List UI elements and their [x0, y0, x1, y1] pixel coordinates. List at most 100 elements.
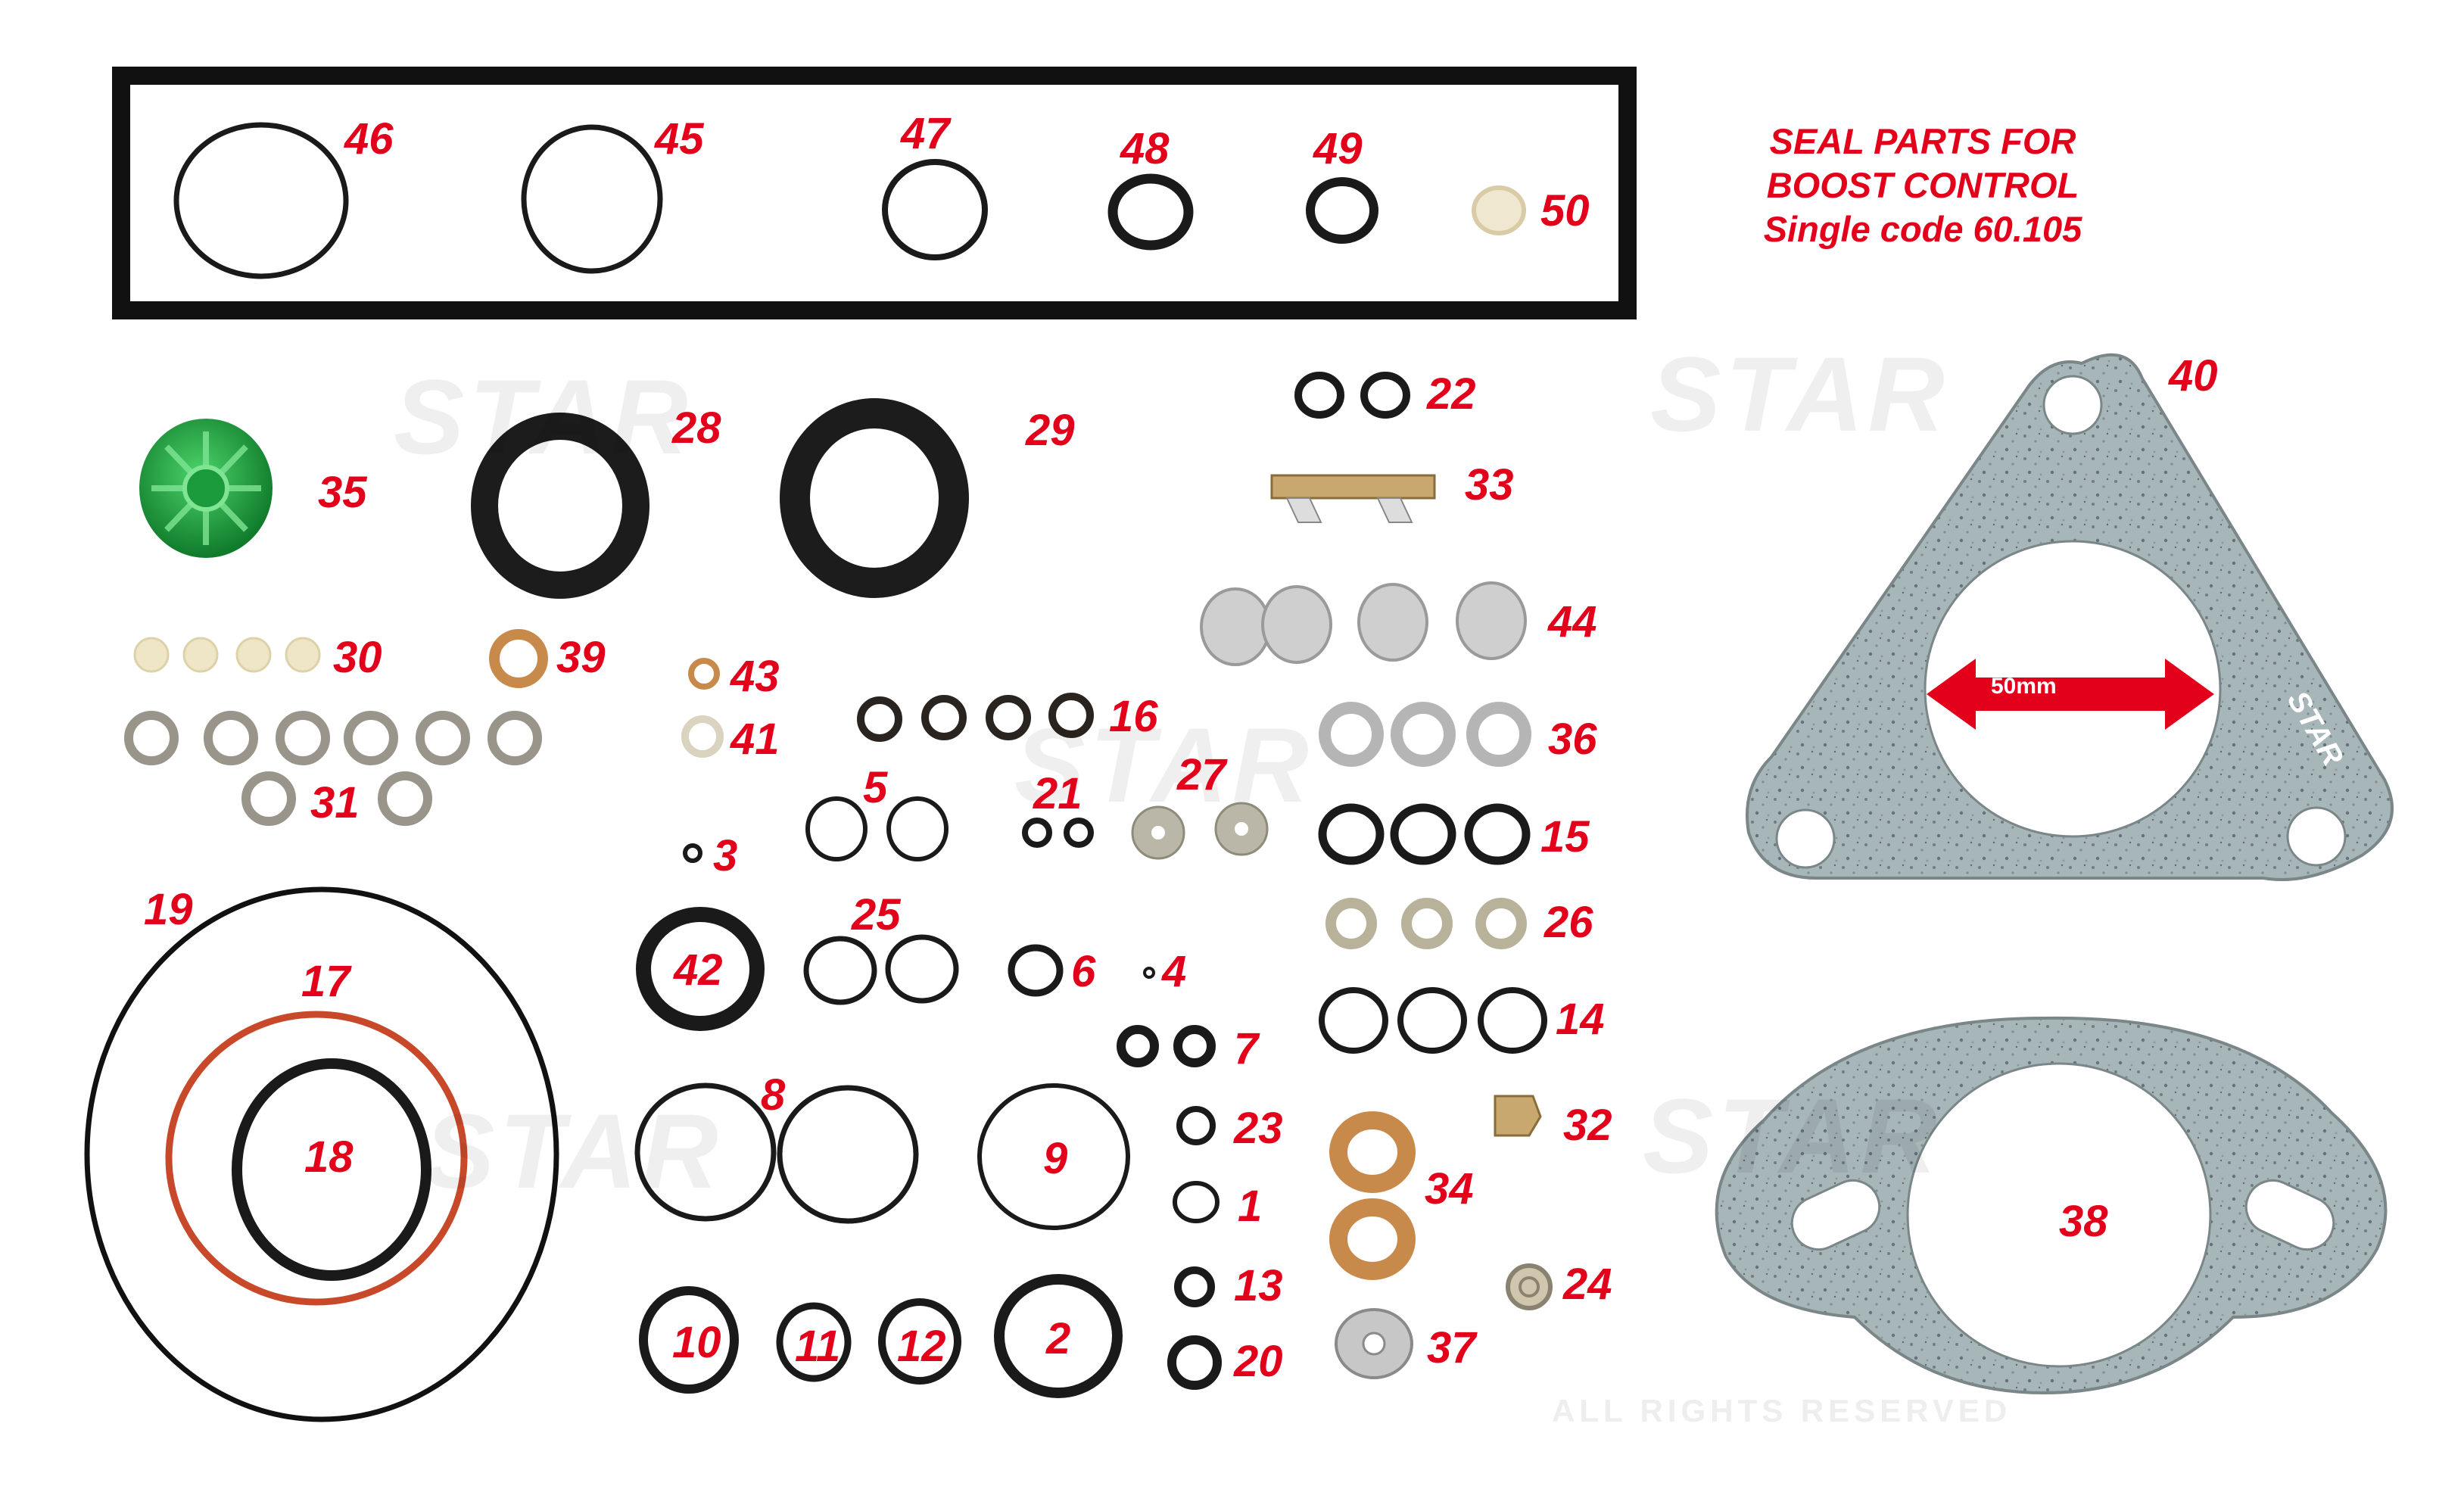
kit-title: SEAL PARTS FOR BOOST CONTROL Single code… — [1628, 120, 2218, 251]
label-49: 49 — [1313, 124, 1363, 173]
watermark-4: STAR — [424, 1092, 723, 1210]
oring-9 — [977, 1083, 1130, 1230]
oring-46 — [173, 122, 349, 279]
label-28: 28 — [672, 403, 721, 453]
oring-17 — [165, 1011, 468, 1306]
label-32: 32 — [1563, 1101, 1612, 1150]
label-24: 24 — [1563, 1260, 1612, 1309]
oring-1 — [1173, 1181, 1220, 1223]
watermark-3: STAR — [1014, 706, 1313, 824]
label-8: 8 — [761, 1070, 786, 1120]
label-21: 21 — [1033, 769, 1082, 818]
oring-20 — [1167, 1335, 1222, 1390]
cap-44c — [1357, 583, 1428, 662]
oring-19 — [84, 886, 559, 1422]
oring-12 — [878, 1298, 961, 1385]
label-18: 18 — [304, 1132, 354, 1182]
oring-47 — [882, 159, 988, 260]
label-15: 15 — [1540, 812, 1590, 861]
oring-2 — [994, 1274, 1123, 1398]
label-12: 12 — [897, 1322, 946, 1371]
cap-44d — [1456, 581, 1527, 660]
copper-ring-43 — [688, 658, 720, 690]
label-5: 5 — [863, 763, 888, 812]
dimension-arrow — [1927, 659, 2214, 730]
spring-24 — [1506, 1263, 1553, 1310]
label-35: 35 — [318, 468, 367, 517]
oring-49 — [1306, 177, 1378, 244]
oring-6 — [1008, 944, 1064, 997]
watermark-5: STAR — [1643, 1076, 1942, 1195]
label-25: 25 — [852, 890, 901, 939]
label-22: 22 — [1427, 369, 1476, 419]
copper-washer-39 — [489, 629, 548, 688]
label-50: 50 — [1540, 186, 1590, 235]
cap-50 — [1472, 185, 1526, 235]
label-45: 45 — [655, 114, 704, 164]
label-14: 14 — [1556, 995, 1605, 1044]
footer-rights: ALL RIGHTS RESERVED — [1552, 1393, 2012, 1428]
label-40: 40 — [2169, 351, 2218, 400]
oil-seal-28 — [471, 413, 649, 599]
label-4: 4 — [1162, 947, 1187, 996]
oring-23 — [1176, 1106, 1216, 1145]
label-9: 9 — [1043, 1134, 1068, 1183]
label-17: 17 — [301, 957, 350, 1006]
label-46: 46 — [344, 114, 394, 164]
label-7: 7 — [1234, 1024, 1259, 1073]
label-47: 47 — [901, 109, 950, 158]
clip-33 — [1270, 474, 1436, 500]
oring-48 — [1107, 173, 1194, 251]
title-line-1: SEAL PARTS FOR — [1769, 121, 2076, 161]
oring-13 — [1174, 1266, 1215, 1307]
label-26: 26 — [1544, 898, 1593, 947]
clip-32 — [1494, 1095, 1542, 1137]
dimension-label: 50mm — [1991, 674, 2057, 699]
copper-washer-34a — [1329, 1111, 1416, 1193]
label-31: 31 — [310, 778, 360, 827]
label-33: 33 — [1465, 460, 1514, 509]
label-23: 23 — [1234, 1104, 1283, 1153]
label-6: 6 — [1071, 947, 1096, 996]
watermark-1: STAR — [394, 357, 693, 476]
label-2: 2 — [1046, 1314, 1071, 1363]
title-line-3: Single code 60.105 — [1763, 209, 2082, 249]
oring-22b — [1360, 372, 1410, 419]
label-30: 30 — [333, 633, 382, 682]
label-36: 36 — [1548, 715, 1597, 764]
label-11: 11 — [795, 1322, 841, 1371]
oring-22a — [1294, 372, 1344, 419]
label-3: 3 — [713, 831, 738, 880]
label-38: 38 — [2059, 1197, 2108, 1246]
watermark-2: STAR — [1650, 335, 1949, 453]
label-43: 43 — [730, 652, 780, 701]
label-10: 10 — [672, 1318, 721, 1367]
oring-11 — [776, 1302, 852, 1382]
label-27: 27 — [1177, 750, 1226, 799]
oring-4 — [1143, 967, 1155, 979]
cap-44a — [1200, 587, 1271, 666]
label-13: 13 — [1234, 1261, 1283, 1310]
label-37: 37 — [1427, 1323, 1476, 1372]
label-41: 41 — [730, 715, 780, 764]
label-39: 39 — [556, 633, 606, 682]
label-29: 29 — [1026, 406, 1075, 455]
label-44: 44 — [1548, 597, 1597, 646]
label-1: 1 — [1238, 1182, 1263, 1231]
label-16: 16 — [1109, 692, 1158, 741]
oring-3 — [683, 843, 702, 863]
oil-seal-29 — [780, 398, 969, 598]
oring-18 — [232, 1058, 431, 1281]
oring-45 — [521, 124, 663, 274]
label-42: 42 — [674, 945, 723, 995]
cap-44b — [1261, 585, 1332, 664]
label-19: 19 — [144, 885, 193, 934]
label-34: 34 — [1425, 1164, 1474, 1213]
label-20: 20 — [1234, 1337, 1283, 1386]
title-line-2: BOOST CONTROL — [1766, 165, 2079, 205]
oring-10 — [639, 1286, 739, 1394]
oring-42 — [636, 907, 765, 1031]
copper-washer-34b — [1329, 1198, 1416, 1280]
